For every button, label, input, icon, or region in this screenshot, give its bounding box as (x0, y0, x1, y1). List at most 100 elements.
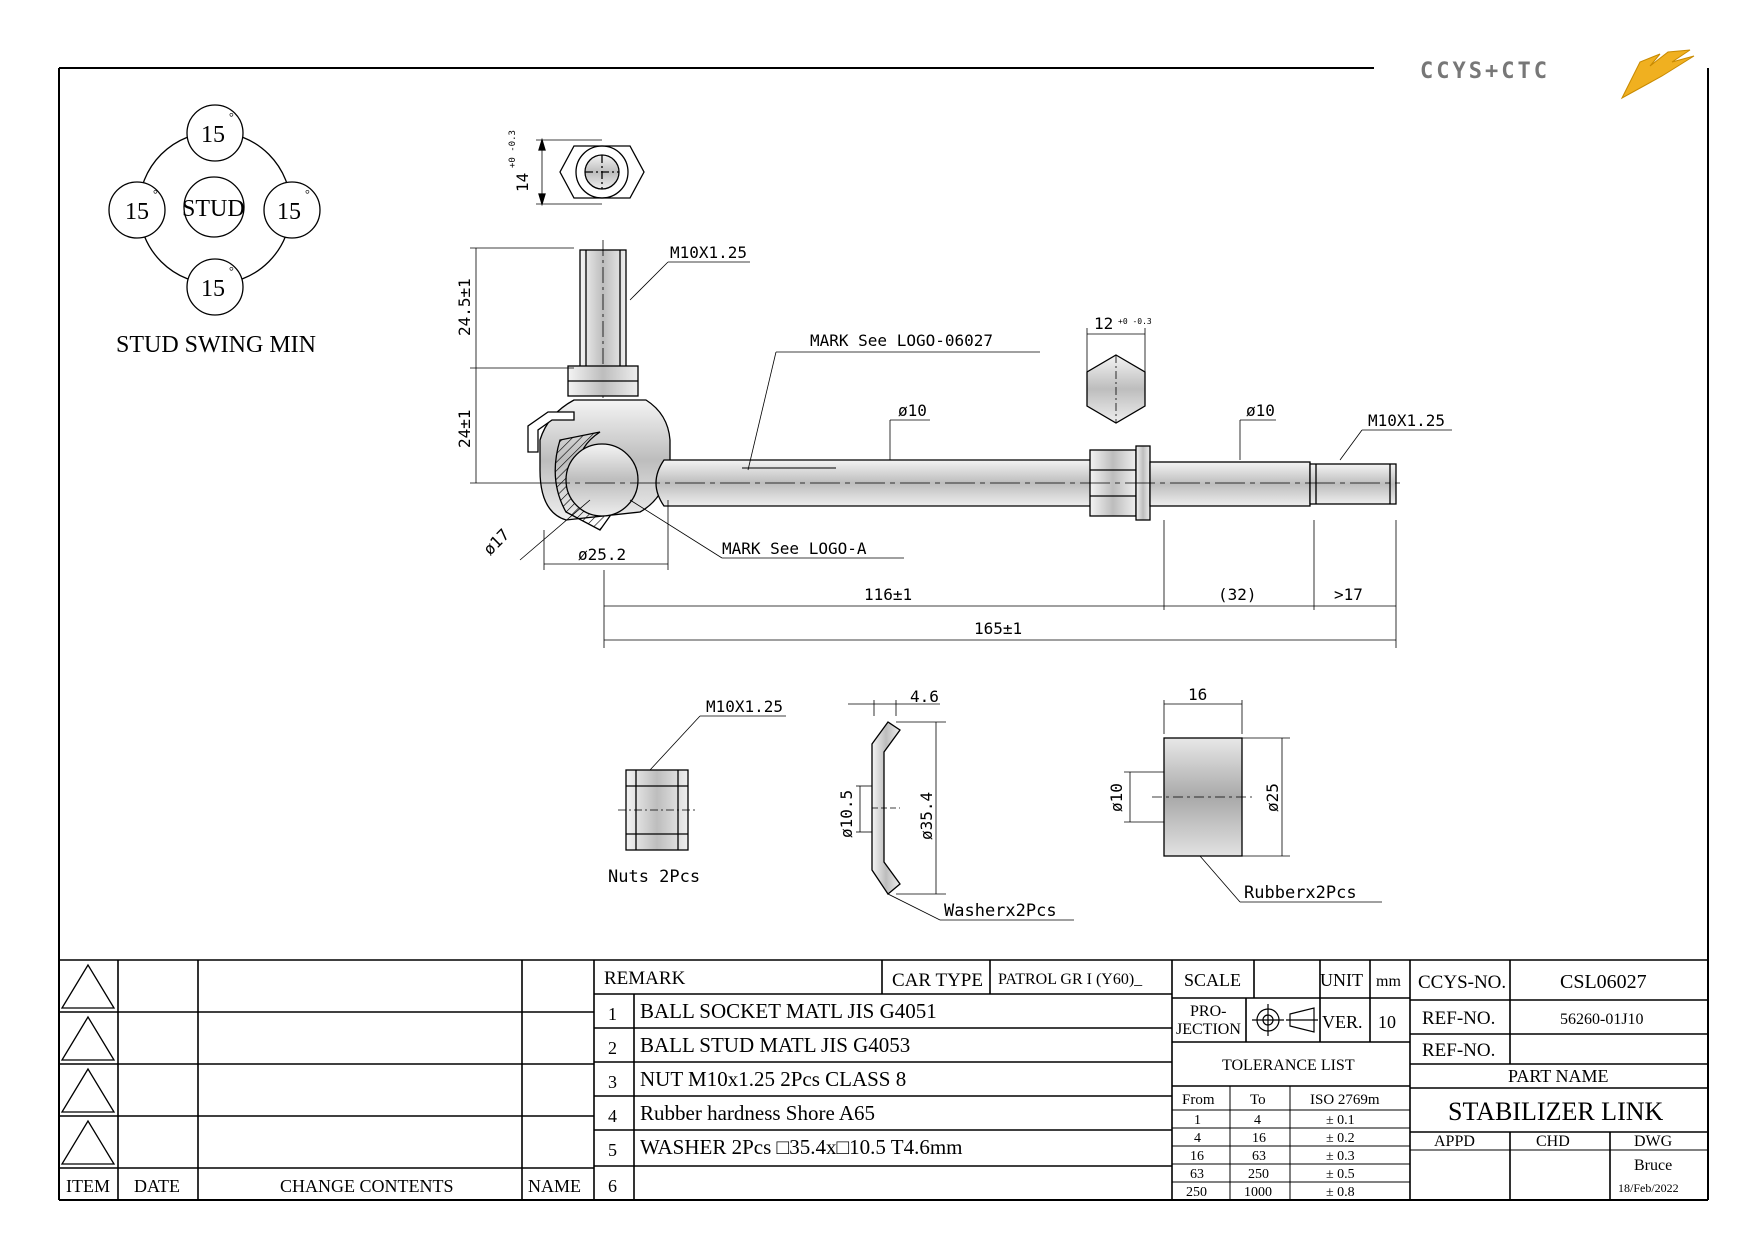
tolerance-title: TOLERANCE LIST (1222, 1057, 1355, 1074)
remark-text-4: Rubber hardness Shore A65 (640, 1101, 875, 1125)
projection-label-1: PRO- (1190, 1003, 1226, 1020)
rubber-length: 16 (1188, 685, 1207, 704)
swing-angle-top: 15 (201, 122, 225, 148)
link-shaft-end (1149, 461, 1311, 507)
title-block-text: ITEM DATE CHANGE CONTENTS NAME REMARK CA… (66, 968, 1679, 1200)
tol-from-4: 63 (1190, 1167, 1204, 1182)
tol-header-from: From (1182, 1092, 1215, 1108)
dim-mark-06027: MARK See LOGO-06027 (810, 331, 993, 350)
remark-text-1: BALL SOCKET MATL JIS G4051 (640, 999, 937, 1023)
washer-detail (848, 700, 1074, 921)
swing-degree-right: ° (305, 187, 310, 201)
remark-no-2: 2 (608, 1038, 617, 1058)
ball-stud (565, 443, 639, 517)
remark-no-1: 1 (608, 1004, 617, 1024)
scale-label: SCALE (1184, 970, 1241, 990)
tol-to-3: 63 (1252, 1149, 1266, 1164)
remark-no-3: 3 (608, 1072, 617, 1092)
dim-phi252: ø25.2 (578, 545, 626, 564)
logo-text: CCYS+CTC (1420, 59, 1550, 84)
main-assembly (527, 240, 1400, 531)
swing-degree-left: ° (153, 187, 158, 201)
dim-phi10-a: ø10 (898, 401, 927, 420)
swing-circle-right (263, 181, 321, 239)
remark-no-4: 4 (608, 1106, 617, 1126)
dim-thread-end: M10X1.25 (1368, 411, 1445, 430)
swing-circle-center (183, 176, 245, 238)
dwg-name: Bruce (1634, 1157, 1672, 1174)
rubber-od: ø25 (1263, 783, 1282, 812)
washer-thickness: 4.6 (910, 687, 939, 706)
projection-label-2: JECTION (1176, 1021, 1241, 1038)
dim-32: (32) (1218, 585, 1257, 604)
rubber-caption: Rubberx2Pcs (1244, 883, 1357, 903)
unit-label: UNIT (1320, 970, 1363, 990)
tol-from-2: 4 (1194, 1131, 1201, 1146)
dim-hex-top: 14 (513, 173, 532, 192)
remark-header: REMARK (604, 968, 686, 989)
ref-no-label-1: REF-NO. (1422, 1008, 1495, 1029)
tol-from-3: 16 (1190, 1149, 1204, 1164)
remark-text-5: WASHER 2Pcs □35.4x□10.5 T4.6mm (640, 1135, 963, 1159)
tol-to-1: 4 (1254, 1113, 1261, 1128)
ccys-no-value: CSL06027 (1560, 971, 1647, 993)
tol-header-to: To (1250, 1092, 1266, 1108)
tol-iso-3: ± 0.3 (1326, 1149, 1355, 1164)
swing-circle-top (186, 104, 244, 162)
dim-165: 165±1 (974, 619, 1022, 638)
swing-caption: STUD SWING MIN (116, 332, 316, 358)
nut-caption: Nuts 2Pcs (608, 867, 700, 887)
tol-header-iso: ISO 2769m (1310, 1092, 1380, 1108)
dwg-label: DWG (1634, 1133, 1673, 1150)
dim-hex-right-tol: +0 -0.3 (1118, 317, 1152, 326)
end-thread (1309, 463, 1397, 505)
tol-to-2: 16 (1252, 1131, 1266, 1146)
tol-to-5: 1000 (1244, 1185, 1272, 1200)
rev-header-name: NAME (528, 1176, 581, 1196)
rev-header-date: DATE (134, 1176, 180, 1196)
swing-angle-left: 15 (125, 199, 149, 225)
rubber-id: ø10 (1107, 783, 1126, 812)
dimension-labels: M10X1.25 24.5±1 24±1 MARK See LOGO-06027… (455, 243, 1445, 638)
sheet-border (58, 67, 1709, 1201)
dim-phi10-b: ø10 (1246, 401, 1275, 420)
tol-iso-4: ± 0.5 (1326, 1167, 1355, 1182)
dim-hex-top-tol: +0 -0.3 (508, 130, 518, 168)
swing-center-label: STUD (182, 196, 245, 222)
rev-header-change: CHANGE CONTENTS (280, 1176, 454, 1196)
revision-triangles (60, 963, 116, 1165)
car-type-label: CAR TYPE (892, 970, 983, 991)
logo-flame-icon (1620, 49, 1695, 100)
dim-hex-right: 12 (1094, 314, 1113, 333)
dim-24: 24±1 (455, 409, 474, 448)
tol-to-4: 250 (1248, 1167, 1269, 1182)
tol-iso-1: ± 0.1 (1326, 1113, 1355, 1128)
swing-circle-left (108, 181, 166, 239)
rev-header-item: ITEM (66, 1176, 110, 1196)
dim-stud-thread: M10X1.25 (670, 243, 747, 262)
dimension-lines (470, 247, 1452, 648)
swing-degree-top: ° (229, 110, 234, 124)
remark-text-2: BALL STUD MATL JIS G4053 (640, 1033, 910, 1057)
appd-label: APPD (1434, 1133, 1475, 1150)
unit-value: mm (1376, 973, 1401, 990)
washer-caption: Washerx2Pcs (944, 901, 1057, 921)
projection-symbol-icon (1252, 1004, 1318, 1036)
ref-no-label-2: REF-NO. (1422, 1040, 1495, 1061)
dim-mark-a: MARK See LOGO-A (722, 539, 867, 558)
company-logo: CCYS+CTC (1420, 49, 1695, 100)
dim-17: >17 (1334, 585, 1363, 604)
swing-angle-bottom: 15 (201, 276, 225, 302)
remark-text-3: NUT M10x1.25 2Pcs CLASS 8 (640, 1067, 906, 1091)
nut-detail (618, 715, 786, 851)
tol-iso-5: ± 0.8 (1326, 1185, 1355, 1200)
rubber-detail (1124, 700, 1382, 903)
dim-245: 24.5±1 (455, 278, 474, 336)
top-hex-view (536, 137, 645, 207)
boot-clip (527, 411, 575, 453)
ref-no-value-1: 56260-01J10 (1560, 1011, 1644, 1028)
nut-thread-label: M10X1.25 (706, 697, 783, 716)
ver-label: VER. (1322, 1012, 1363, 1032)
ver-value: 10 (1378, 1012, 1396, 1032)
